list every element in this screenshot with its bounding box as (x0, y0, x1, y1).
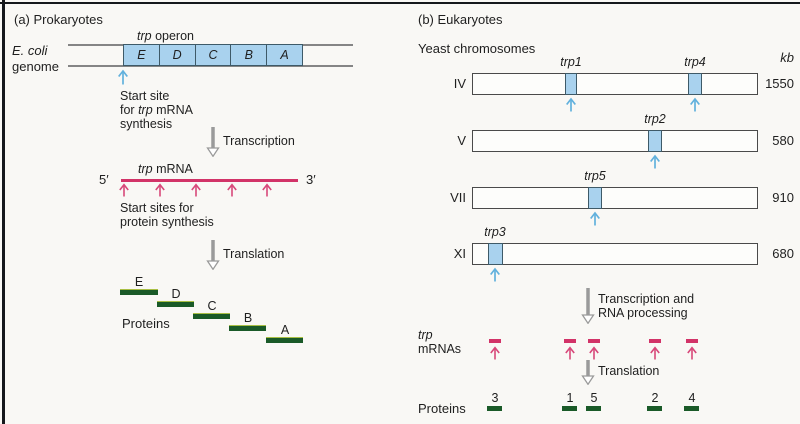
trp2-label: trp2 (644, 112, 666, 126)
trp1-segment (565, 73, 577, 95)
gene-a: A (280, 48, 289, 62)
transcription-label: Transcription (223, 134, 295, 148)
mrna-line (121, 179, 298, 182)
ecoli-label: E. coli (12, 43, 48, 58)
translation-arrow-b-icon (580, 360, 596, 386)
chromosome-iv-kb: 1550 (765, 76, 794, 91)
mrna-arrow-icon (649, 346, 661, 360)
translation-arrow-icon (205, 240, 221, 271)
left-border-rule (2, 0, 5, 424)
trp1-marker-arrow-icon (565, 97, 577, 112)
panel-a-title: (a) Prokaryotes (14, 12, 103, 27)
genome-label: genome (12, 59, 59, 74)
three-prime-label: 3′ (306, 172, 316, 187)
mrna-arrow-icon (686, 346, 698, 360)
trp3-label: trp3 (484, 225, 506, 239)
translation-label: Translation (223, 247, 285, 261)
chromosome-xi-name: XI (453, 246, 466, 261)
chromosome-vii-box (472, 187, 758, 209)
gene-e: E (124, 45, 160, 65)
protein-number: 2 (651, 391, 659, 405)
trp1-label: trp1 (560, 55, 582, 69)
trp-operon-box: E D C B A (123, 44, 303, 66)
protein-number: 4 (688, 391, 696, 405)
protein-start-arrow-icon (190, 183, 202, 197)
protein-dash (647, 406, 662, 411)
trp4-label: trp4 (684, 55, 706, 69)
transcription-arrow-icon (205, 127, 221, 158)
mrna-start-site-arrow-icon (117, 69, 129, 85)
genome-line-bottom (68, 65, 353, 67)
trp4-marker-arrow-icon (689, 97, 701, 112)
gene-d: D (160, 45, 196, 65)
protein-bar-label-b: B (243, 311, 253, 325)
trp3-segment (488, 243, 503, 265)
yeast-chromosomes-label: Yeast chromosomes (418, 41, 536, 56)
trp5-label: trp5 (584, 169, 606, 183)
protein-number: 3 (491, 391, 499, 405)
gene-b: B (231, 45, 268, 65)
start-sites-note: Start sites for protein synthesis (120, 201, 214, 229)
chromosome-v-name: V (457, 133, 466, 148)
protein-start-arrow-icon (261, 183, 273, 197)
transcription-processing-label: Transcription and RNA processing (598, 292, 695, 320)
transcription-processing-arrow-icon (580, 288, 596, 325)
mrna-arrow-icon (489, 346, 501, 360)
translation-label-b: Translation (598, 364, 660, 378)
protein-bar-b (229, 325, 266, 331)
protein-bar-label-e: E (134, 275, 144, 289)
proteins-label-b: Proteins (418, 401, 466, 416)
chromosome-v-kb: 580 (772, 133, 794, 148)
panel-b-title: (b) Eukaryotes (418, 12, 503, 27)
trp-mrnas-label-line2: mRNAs (418, 342, 462, 356)
gene-c: C (196, 45, 232, 65)
protein-number: 1 (566, 391, 574, 405)
trp-operon-label: trp operon (137, 29, 194, 43)
trp2-marker-arrow-icon (649, 154, 661, 169)
protein-dash (562, 406, 577, 411)
chromosome-v-box (472, 130, 758, 152)
protein-dash (487, 406, 502, 411)
protein-bar-label-c: C (207, 299, 217, 313)
trp-mrna-label: trp mRNA (138, 162, 193, 176)
mrna-dash (564, 339, 576, 343)
trp5-marker-arrow-icon (589, 211, 601, 226)
protein-bar-c (193, 313, 230, 319)
protein-dash (684, 406, 699, 411)
protein-number: 5 (590, 391, 598, 405)
trp2-segment (648, 130, 662, 152)
top-border-rule (0, 2, 800, 4)
chromosome-iv-name: IV (453, 76, 466, 91)
mrna-arrow-icon (564, 346, 576, 360)
protein-start-arrow-icon (154, 183, 166, 197)
mrna-arrow-icon (588, 346, 600, 360)
kb-header: kb (780, 50, 794, 65)
mrna-dash (588, 339, 600, 343)
five-prime-label: 5′ (99, 172, 109, 187)
protein-bar-label-d: D (171, 287, 181, 301)
start-site-note: Start site for trp mRNA synthesis (120, 89, 193, 131)
chromosome-iv-box (472, 73, 758, 95)
protein-bar-label-a: A (280, 323, 290, 337)
protein-bar-a (266, 337, 303, 343)
proteins-label-a: Proteins (122, 316, 170, 331)
protein-bar-d (157, 301, 194, 307)
protein-bar-e (120, 289, 158, 295)
chromosome-vii-name: VII (450, 190, 466, 205)
mrna-dash (686, 339, 698, 343)
protein-dash (586, 406, 601, 411)
mrna-dash (489, 339, 501, 343)
chromosome-xi-box (472, 243, 758, 265)
mrna-dash (649, 339, 661, 343)
trp5-segment (588, 187, 602, 209)
protein-start-arrow-icon (226, 183, 238, 197)
chromosome-xi-kb: 680 (772, 246, 794, 261)
chromosome-vii-kb: 910 (772, 190, 794, 205)
protein-start-arrow-icon (118, 183, 130, 197)
trp-mrnas-label-line1: trp (418, 328, 433, 342)
trp3-marker-arrow-icon (489, 267, 501, 282)
trp4-segment (688, 73, 702, 95)
